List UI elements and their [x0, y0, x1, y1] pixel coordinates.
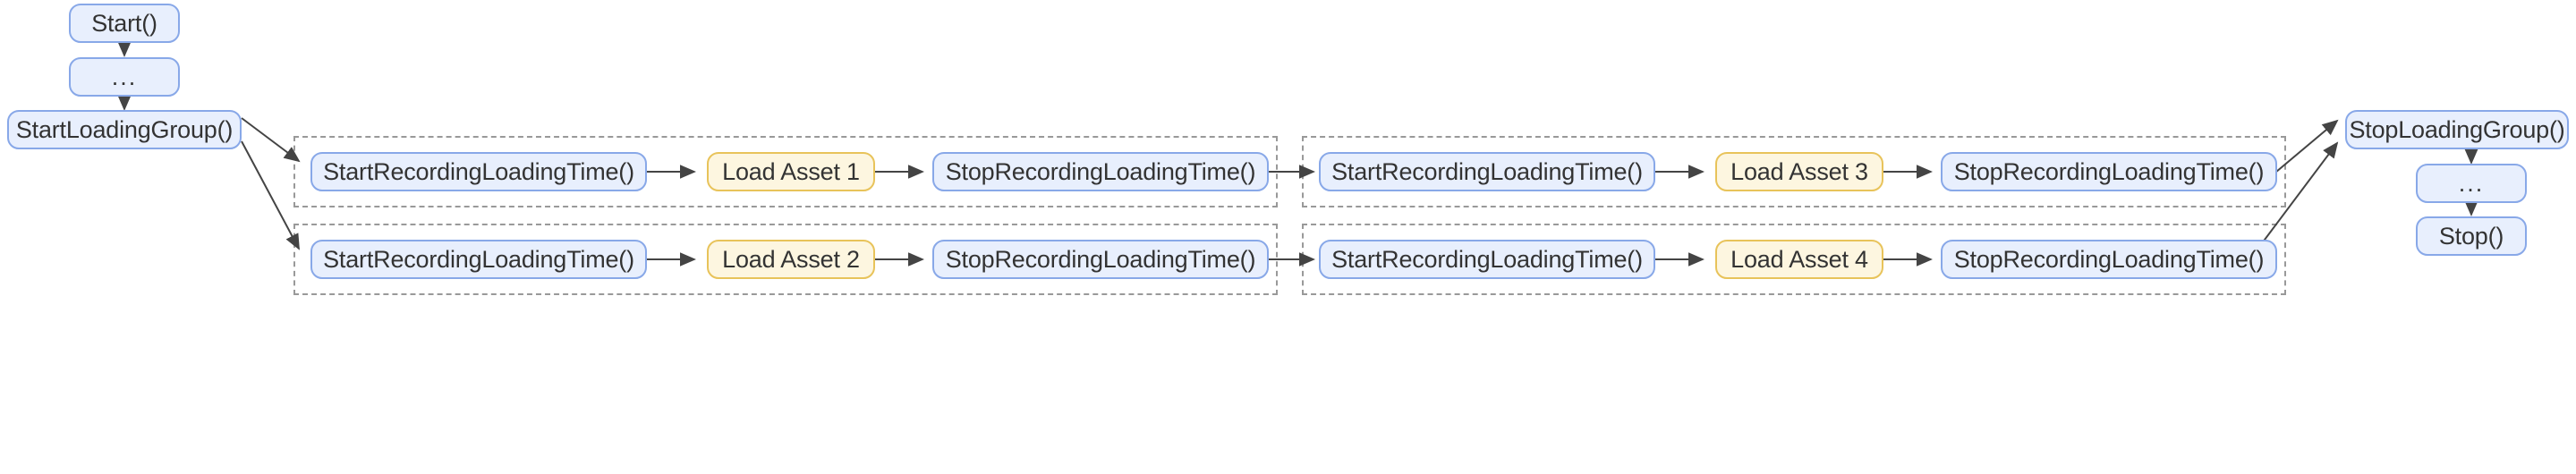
edge-startloadinggroup-to-group2 [241, 140, 300, 250]
node-stop[interactable]: Stop() [2416, 216, 2527, 256]
node-g3-stop-recording[interactable]: StopRecordingLoadingTime() [1941, 152, 2277, 191]
node-g1-start-recording[interactable]: StartRecordingLoadingTime() [310, 152, 647, 191]
node-g2-load-asset[interactable]: Load Asset 2 [707, 240, 875, 279]
node-g1-load-asset[interactable]: Load Asset 1 [707, 152, 875, 191]
node-g3-load-asset[interactable]: Load Asset 3 [1715, 152, 1883, 191]
node-start-loading-group[interactable]: StartLoadingGroup() [7, 110, 242, 149]
node-stop-loading-group[interactable]: StopLoadingGroup() [2345, 110, 2569, 149]
node-ellipsis-top[interactable]: ... [69, 57, 180, 97]
node-g3-start-recording[interactable]: StartRecordingLoadingTime() [1319, 152, 1655, 191]
edge-startloadinggroup-to-group1 [241, 117, 301, 163]
node-ellipsis-bottom[interactable]: ... [2416, 164, 2527, 203]
node-start[interactable]: Start() [69, 4, 180, 43]
node-g4-stop-recording[interactable]: StopRecordingLoadingTime() [1941, 240, 2277, 279]
node-g2-start-recording[interactable]: StartRecordingLoadingTime() [310, 240, 647, 279]
node-g4-start-recording[interactable]: StartRecordingLoadingTime() [1319, 240, 1655, 279]
node-g4-load-asset[interactable]: Load Asset 4 [1715, 240, 1883, 279]
node-g2-stop-recording[interactable]: StopRecordingLoadingTime() [932, 240, 1269, 279]
node-g1-stop-recording[interactable]: StopRecordingLoadingTime() [932, 152, 1269, 191]
